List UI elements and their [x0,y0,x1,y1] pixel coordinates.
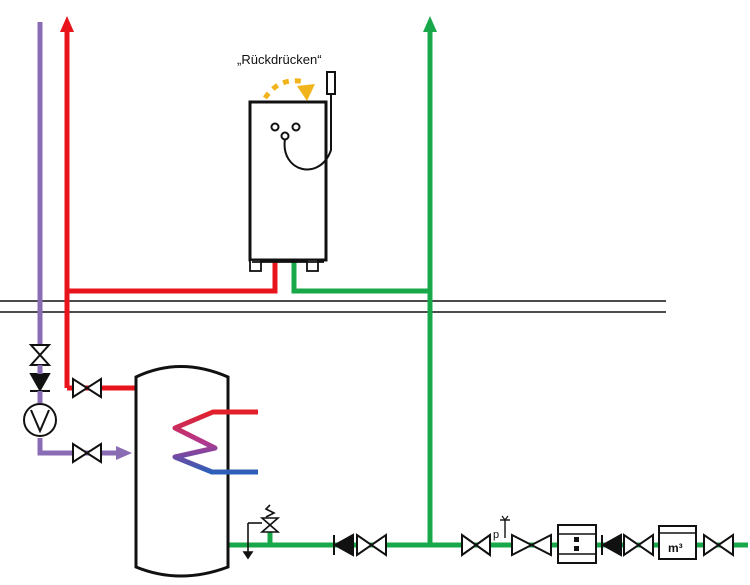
pump-icon [23,403,57,437]
storage-tank [134,365,230,578]
meter-unit-label: m³ [668,541,683,555]
heating-coil [172,409,258,475]
pressure-reducer-valve [511,533,552,557]
cold-riser-arrow [423,16,437,32]
hot-water-lines [64,32,278,391]
hot-riser-arrow [60,16,74,32]
cold-shutoff-valve-4 [703,533,734,557]
hot-outlet-valve [72,377,102,399]
circulation-check-valve [29,365,51,403]
pressure-label: p [493,529,499,541]
push-back-label: „Rückdrücken“ [237,52,322,67]
cold-shutoff-valve-3 [623,533,654,557]
hot-branch-appliance [67,132,278,294]
check-valve-2 [600,533,622,557]
appliance-unit [248,100,328,272]
cold-shutoff-valve-2 [461,533,491,557]
check-valve-icon [332,533,354,557]
push-back-arrow [262,78,315,101]
filter-icon [557,524,597,564]
hand-shower-icon [283,71,336,171]
circulation-return-valve [72,442,102,464]
cold-shutoff-valve-1 [356,533,387,557]
pressure-marker: p [493,515,510,541]
water-meter-icon: m³ [658,525,697,560]
ceiling-slab [0,300,666,313]
circulation-shutoff-valve [28,344,52,366]
circulation-return-arrow [116,446,132,460]
safety-valve-icon [242,504,281,560]
